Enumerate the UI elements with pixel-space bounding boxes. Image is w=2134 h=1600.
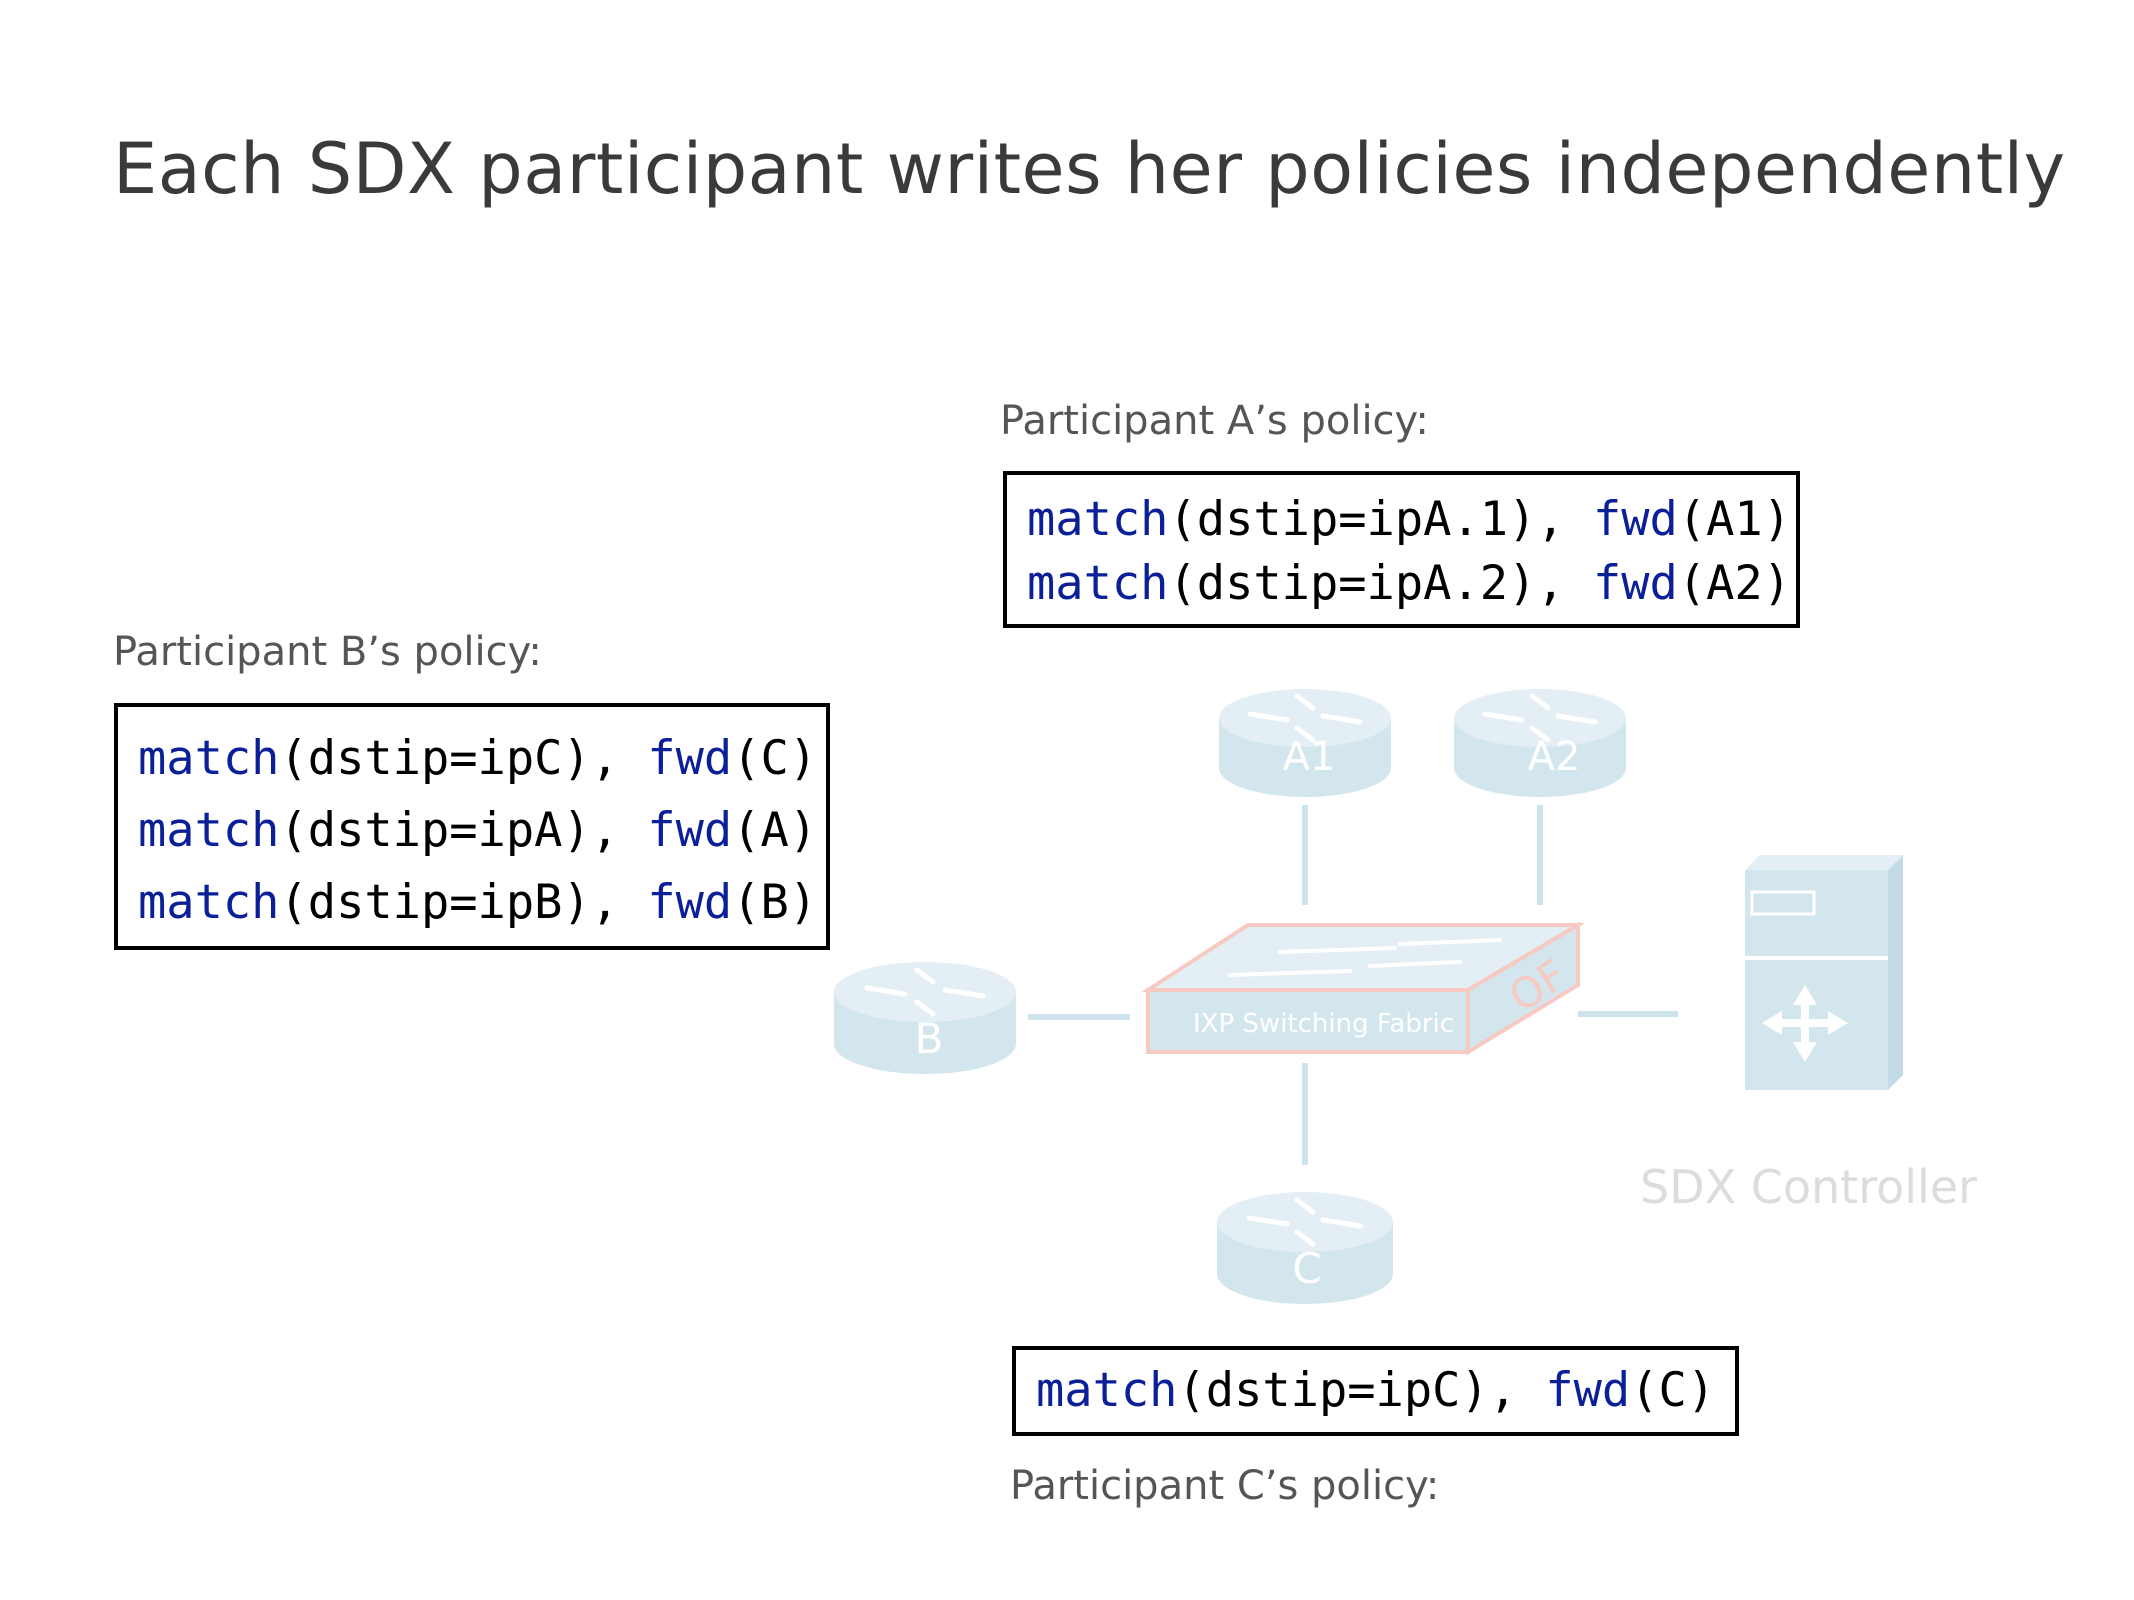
slide-title: Each SDX participant writes her policies… [113,128,2066,210]
fwd-args: (C) [732,731,818,786]
policy-line: match(dstip=ipB), fwd(B) [138,867,817,939]
match-args: (dstip=ipC), [279,731,648,786]
fwd-keyword: fwd [647,875,733,930]
policy-line: match(dstip=ipC), fwd(C) [1036,1358,1715,1424]
sdx-controller-icon [1745,855,1903,1090]
fabric-label: IXP Switching Fabric [1193,1009,1454,1039]
caption-participant-c: Participant C’s policy: [1010,1463,1440,1509]
fwd-args: (B) [732,875,818,930]
match-keyword: match [1036,1363,1178,1418]
match-keyword: match [1027,492,1169,547]
policy-line: match(dstip=ipA.1), fwd(A1) [1027,488,1791,552]
fwd-keyword: fwd [1545,1363,1631,1418]
router-a2-icon: A2 [1454,689,1626,797]
fwd-args: (C) [1630,1363,1716,1418]
match-keyword: match [1027,556,1169,611]
fwd-args: (A2) [1677,556,1792,611]
fwd-keyword: fwd [647,731,733,786]
router-b-icon: B [834,962,1016,1074]
match-args: (dstip=ipB), [279,875,648,930]
match-keyword: match [138,803,280,858]
policy-box-b: match(dstip=ipC), fwd(C) match(dstip=ipA… [114,703,830,950]
router-a1-label: A1 [1283,734,1336,780]
match-args: (dstip=ipA.1), [1168,492,1593,547]
fwd-args: (A) [732,803,818,858]
fwd-keyword: fwd [647,803,733,858]
match-args: (dstip=ipA), [279,803,648,858]
policy-line: match(dstip=ipC), fwd(C) [138,723,817,795]
policy-line: match(dstip=ipA), fwd(A) [138,795,817,867]
ixp-switch-icon: IXP Switching Fabric OF [1141,921,1586,1056]
match-args: (dstip=ipC), [1177,1363,1546,1418]
match-keyword: match [138,875,280,930]
caption-participant-a: Participant A’s policy: [1000,398,1429,444]
policy-box-a: match(dstip=ipA.1), fwd(A1) match(dstip=… [1003,471,1800,628]
fwd-keyword: fwd [1592,556,1678,611]
router-a2-label: A2 [1528,734,1581,780]
fwd-keyword: fwd [1592,492,1678,547]
router-a1-icon: A1 [1219,689,1391,797]
router-c-label: C [1292,1244,1321,1293]
match-keyword: match [138,731,280,786]
policy-box-c: match(dstip=ipC), fwd(C) [1012,1346,1739,1436]
policy-line: match(dstip=ipA.2), fwd(A2) [1027,552,1791,616]
router-c-icon: C [1217,1192,1393,1304]
router-b-label: B [915,1014,944,1063]
match-args: (dstip=ipA.2), [1168,556,1593,611]
caption-participant-b: Participant B’s policy: [113,629,542,675]
sdx-controller-label: SDX Controller [1640,1160,1977,1214]
fwd-args: (A1) [1677,492,1792,547]
